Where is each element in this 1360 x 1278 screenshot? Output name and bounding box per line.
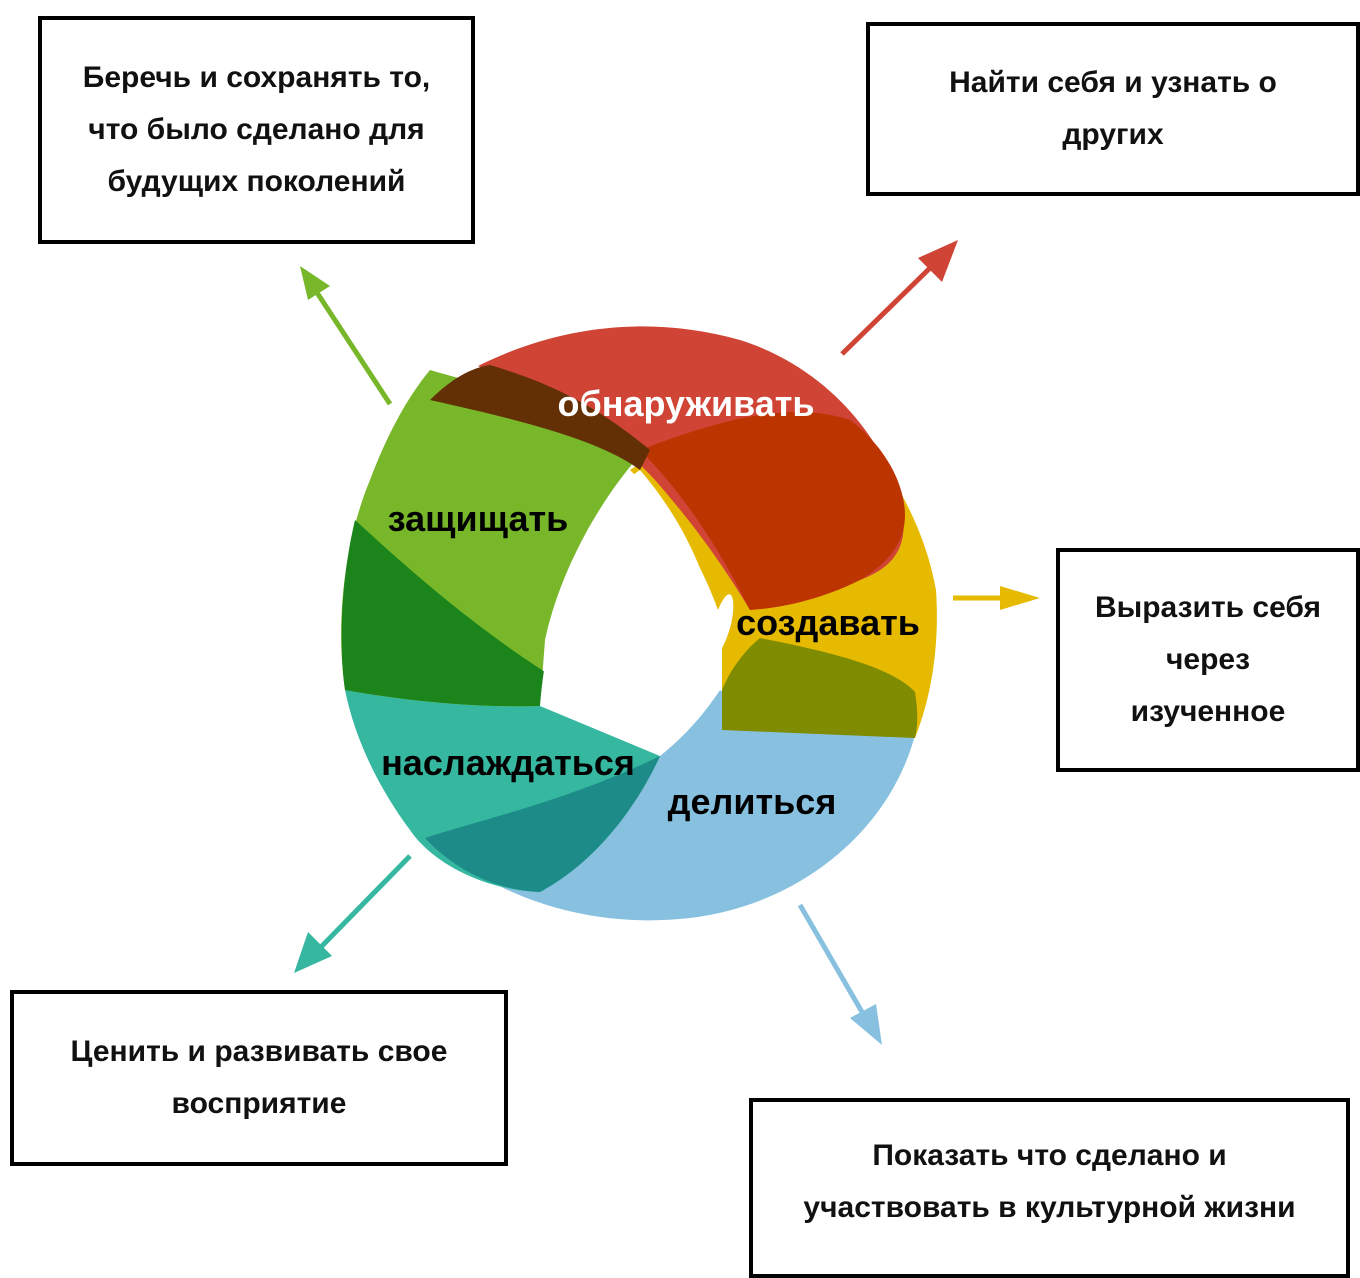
ring-label-protect: защищать	[388, 498, 569, 539]
ring-label-share: делиться	[668, 781, 837, 822]
arrow-share	[797, 903, 882, 1045]
ring-center	[540, 470, 721, 756]
ring-segment-discover-dark	[640, 411, 905, 610]
arrow-discover	[840, 240, 958, 356]
box-discover: Найти себя и узнать о других	[866, 22, 1360, 196]
box-create: Выразить себя через изученное	[1056, 548, 1360, 772]
arrow-create	[953, 586, 1040, 610]
arrow-protect	[300, 266, 393, 406]
ring-segment-enjoy-overlap	[425, 756, 660, 892]
ring-label-create: создавать	[736, 602, 920, 643]
box-enjoy: Ценить и развивать свое восприятие	[10, 990, 508, 1166]
arrow-enjoy	[294, 854, 412, 973]
ring-segment-create-overlap	[722, 638, 918, 738]
ring-label-discover: обнаруживать	[557, 383, 814, 424]
ring-segment-protect-overlap	[430, 365, 650, 470]
ring-segment-protect-dark	[341, 520, 545, 707]
ring-label-enjoy: наслаждаться	[381, 742, 635, 783]
box-share: Показать что сделано и участвовать в кул…	[749, 1098, 1350, 1278]
box-protect: Беречь и сохранять то, что было сделано …	[38, 16, 475, 244]
